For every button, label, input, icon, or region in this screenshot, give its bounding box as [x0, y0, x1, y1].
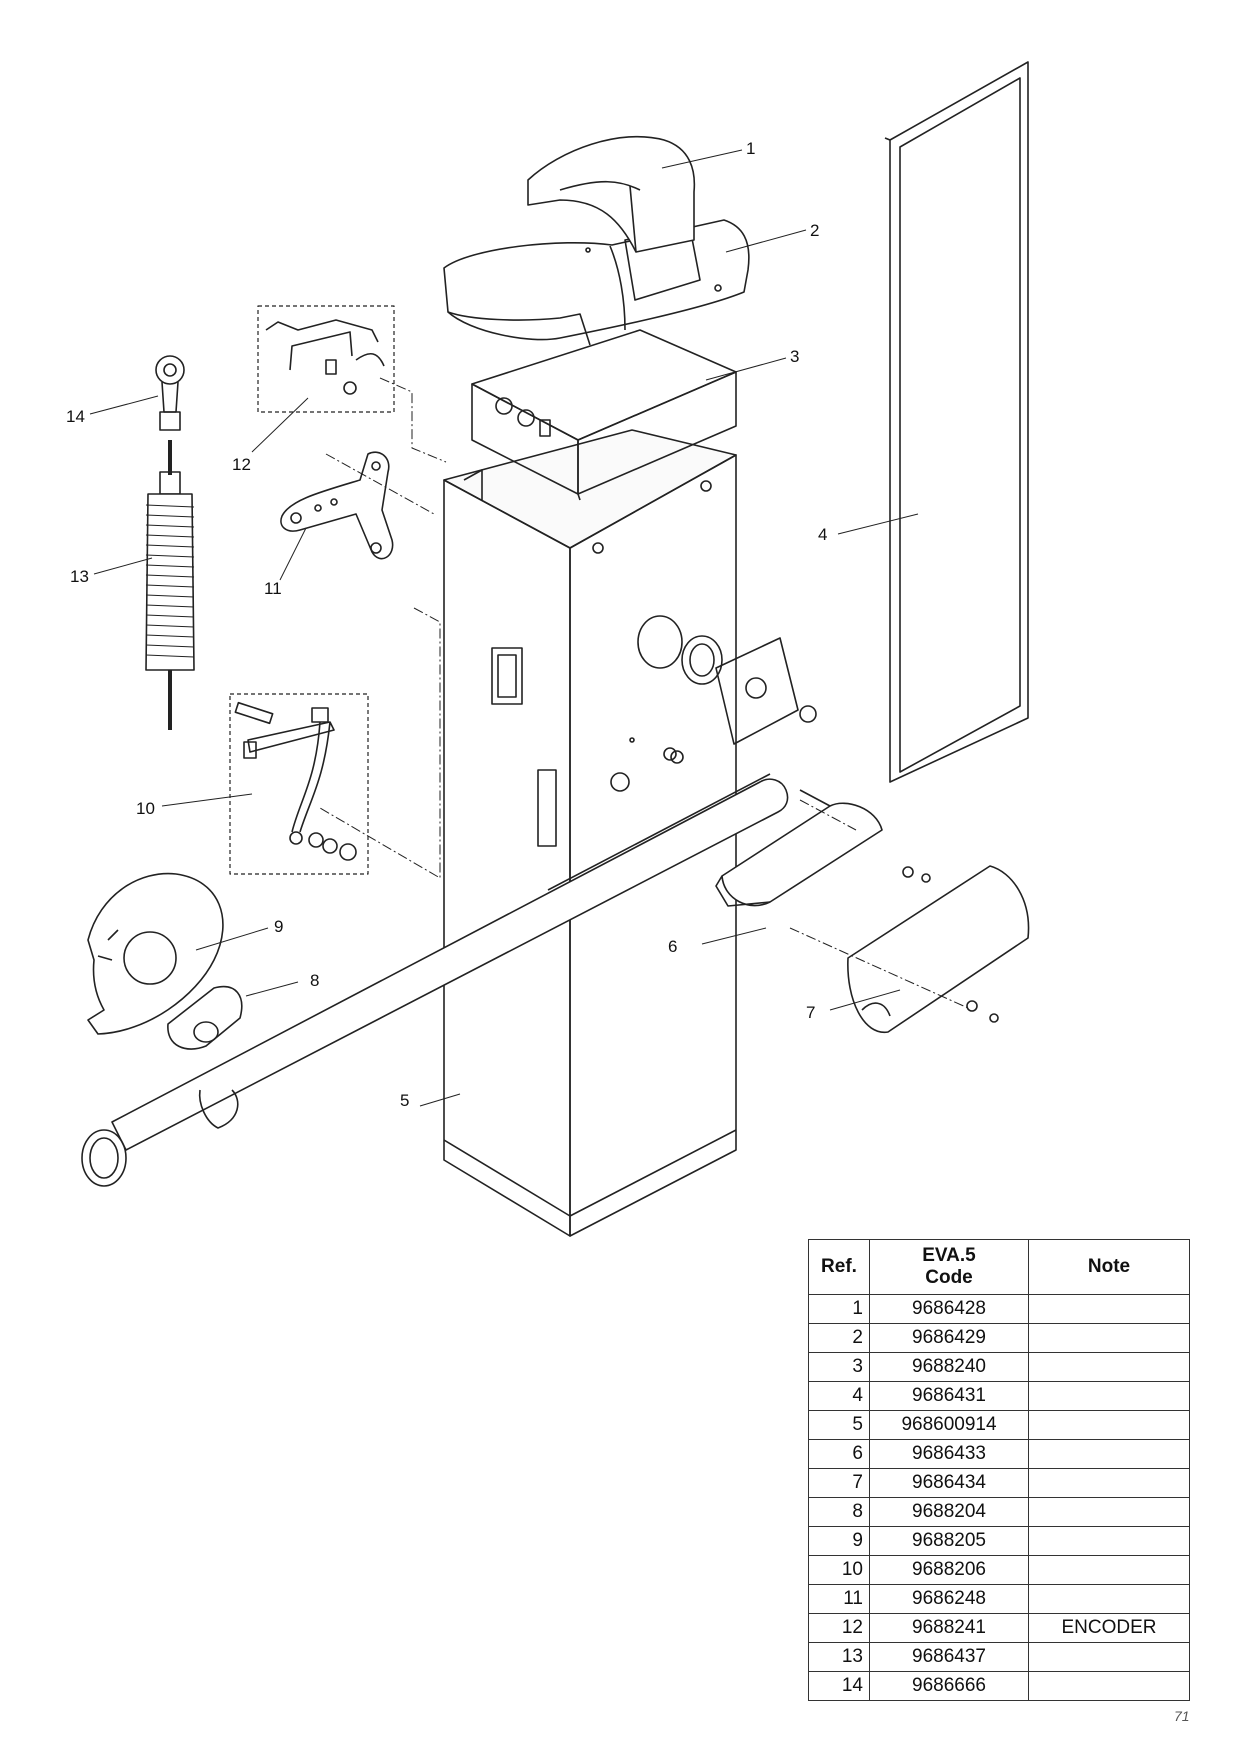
callout-9: 9 — [274, 917, 284, 936]
row-code: 9686429 — [869, 1323, 1029, 1353]
row-note — [1028, 1584, 1190, 1614]
part-7-shell — [847, 865, 1030, 1033]
row-code: 9688206 — [869, 1555, 1029, 1585]
part-9-disc — [87, 872, 224, 1035]
row-ref: 12 — [808, 1613, 870, 1643]
part-10-lever — [229, 693, 369, 875]
row-ref: 3 — [808, 1352, 870, 1382]
row-ref: 13 — [808, 1642, 870, 1672]
row-ref: 10 — [808, 1555, 870, 1585]
row-code: 9686248 — [869, 1584, 1029, 1614]
motor-shaft-parts — [637, 615, 817, 745]
row-ref: 4 — [808, 1381, 870, 1411]
row-note: ENCODER — [1028, 1613, 1190, 1643]
header-code-line2: Code — [925, 1267, 973, 1288]
part-12-encoder — [257, 305, 395, 413]
callout-8: 8 — [310, 971, 320, 990]
callout-1: 1 — [746, 139, 756, 158]
callout-7: 7 — [806, 1003, 816, 1022]
row-code: 968600914 — [869, 1410, 1029, 1440]
row-code: 9688204 — [869, 1497, 1029, 1527]
row-ref: 1 — [808, 1294, 870, 1324]
part-2-cover — [443, 219, 750, 354]
row-code: 9686433 — [869, 1439, 1029, 1469]
row-note — [1028, 1497, 1190, 1527]
row-ref: 9 — [808, 1526, 870, 1556]
callout-12: 12 — [232, 455, 251, 474]
part-8-clamp — [167, 985, 243, 1050]
row-ref: 7 — [808, 1468, 870, 1498]
header-code-line1: EVA.5 — [922, 1245, 976, 1266]
row-note — [1028, 1410, 1190, 1440]
callout-3: 3 — [790, 347, 800, 366]
row-code: 9686431 — [869, 1381, 1029, 1411]
row-note — [1028, 1526, 1190, 1556]
boom-pole — [81, 773, 789, 1187]
row-note — [1028, 1352, 1190, 1382]
row-code: 9686434 — [869, 1468, 1029, 1498]
row-ref: 8 — [808, 1497, 870, 1527]
page-number: 71 — [1174, 1708, 1190, 1724]
row-code: 9688205 — [869, 1526, 1029, 1556]
row-note — [1028, 1439, 1190, 1469]
header-note: Note — [1028, 1239, 1190, 1295]
callout-5: 5 — [400, 1091, 410, 1110]
callout-2: 2 — [810, 221, 820, 240]
row-note — [1028, 1294, 1190, 1324]
row-note — [1028, 1671, 1190, 1701]
row-note — [1028, 1468, 1190, 1498]
row-note — [1028, 1642, 1190, 1672]
callout-10: 10 — [136, 799, 155, 818]
row-note — [1028, 1323, 1190, 1353]
callout-13: 13 — [70, 567, 89, 586]
callout-6: 6 — [668, 937, 678, 956]
row-code: 9686428 — [869, 1294, 1029, 1324]
row-ref: 11 — [808, 1584, 870, 1614]
callout-11: 11 — [264, 579, 282, 598]
callout-14: 14 — [66, 407, 85, 426]
row-note — [1028, 1555, 1190, 1585]
callout-4: 4 — [818, 525, 828, 544]
row-code: 9686437 — [869, 1642, 1029, 1672]
part-1-cap — [527, 135, 696, 253]
table-header-row: Ref. EVA.5 Code Note — [808, 1239, 1190, 1295]
row-ref: 14 — [808, 1671, 870, 1701]
row-code: 9688241 — [869, 1613, 1029, 1643]
header-ref: Ref. — [808, 1239, 870, 1295]
part-13-spring — [145, 440, 195, 730]
row-ref: 6 — [808, 1439, 870, 1469]
row-note — [1028, 1381, 1190, 1411]
row-code: 9688240 — [869, 1352, 1029, 1382]
row-ref: 2 — [808, 1323, 870, 1353]
row-code: 9686666 — [869, 1671, 1029, 1701]
part-11-arm — [280, 451, 394, 560]
header-code: EVA.5 Code — [869, 1239, 1029, 1295]
part-6-bracket — [715, 789, 931, 907]
part-14-rod-end — [155, 355, 185, 431]
row-ref: 5 — [808, 1410, 870, 1440]
part-4-panel — [884, 61, 1029, 783]
